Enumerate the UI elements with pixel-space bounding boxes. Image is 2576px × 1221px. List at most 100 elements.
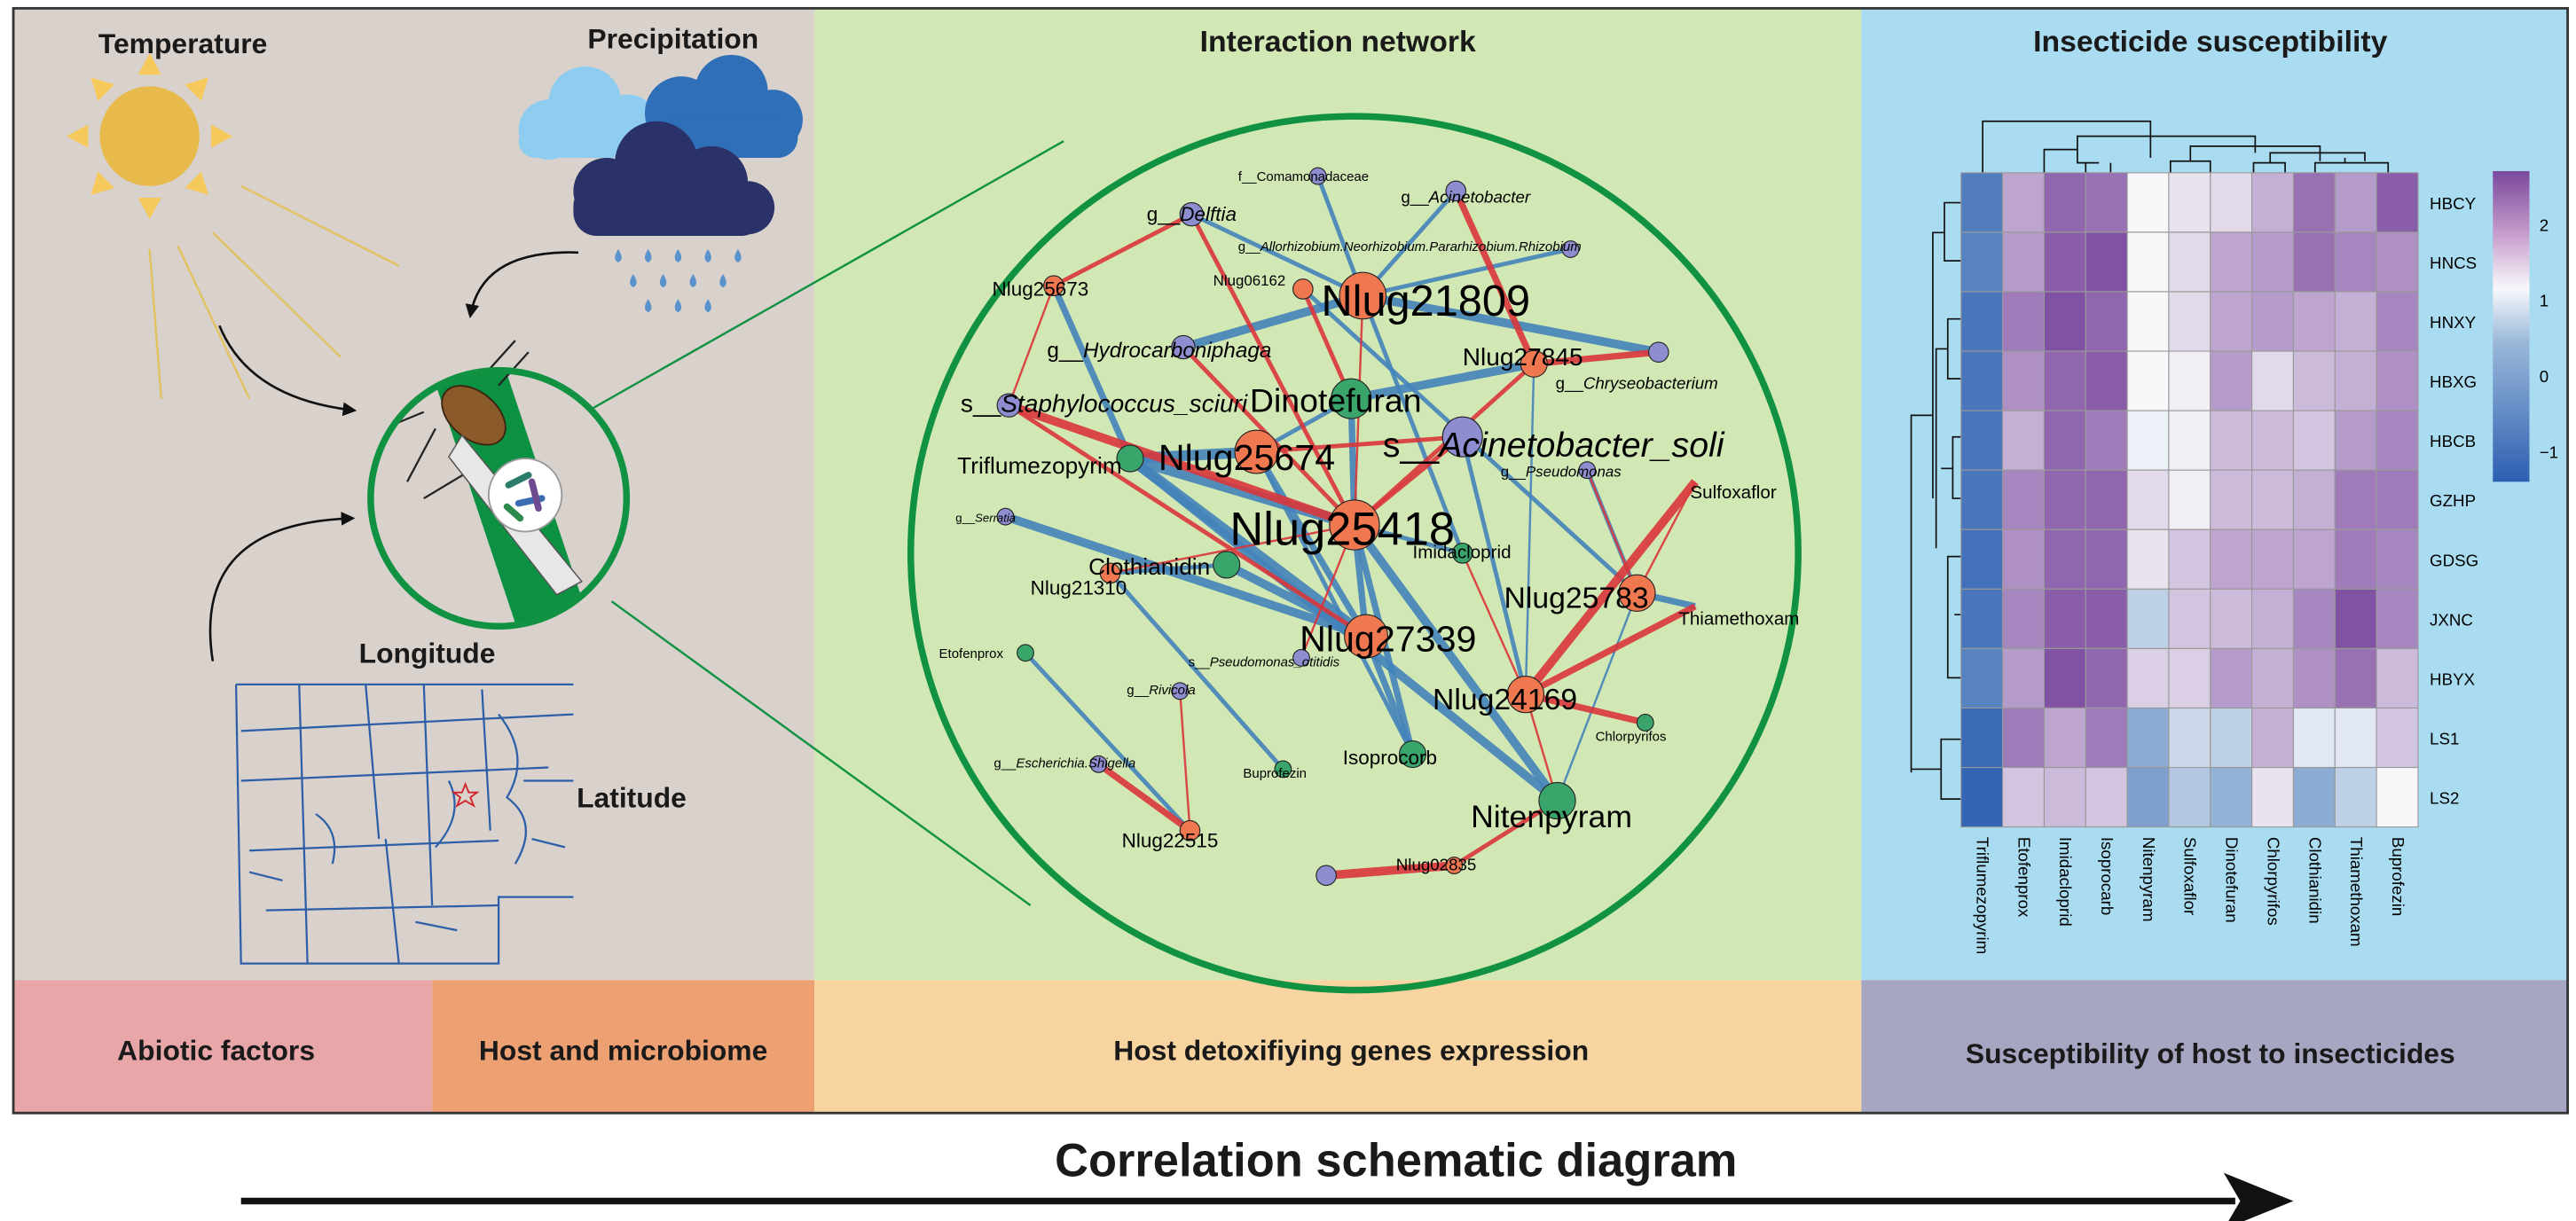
category-label-host-microbiome: Host and microbiome (479, 1034, 767, 1066)
heatmap-row-label: GZHP (2430, 491, 2476, 510)
heatmap-column-label: Isoprocarb (2098, 837, 2117, 915)
node-marker (1179, 202, 1205, 227)
footer-title: Correlation schematic diagram (1055, 1135, 1737, 1186)
node-marker (1578, 461, 1597, 480)
edge-negative (1190, 212, 1364, 298)
network-node-gene: Nlug24169 (1433, 675, 1577, 716)
heatmap-cell (2002, 172, 2045, 233)
heatmap-title: Insecticide susceptibility (2033, 25, 2387, 59)
heatmap-cell (2126, 410, 2170, 471)
heatmap-cell (2251, 469, 2295, 530)
heatmap-cell (2376, 350, 2419, 411)
heatmap-cell (2126, 231, 2170, 293)
node-marker (1398, 740, 1427, 769)
sun-rays (148, 184, 400, 400)
heatmap-cell (2334, 350, 2377, 411)
heatmap-cell (2376, 291, 2419, 352)
heatmap-cell (2043, 410, 2086, 471)
heatmap-cell (2085, 172, 2128, 233)
planthopper-icon (367, 340, 631, 630)
heatmap-cell (2334, 588, 2377, 649)
row-dendrogram (1910, 201, 1961, 800)
edge-positive (1052, 212, 1193, 288)
longitude-label: Longitude (359, 638, 496, 669)
heatmap-cell (2292, 588, 2336, 649)
heatmap-cell (2085, 410, 2128, 471)
heatmap-cell (2085, 528, 2128, 590)
edge-positive (1008, 285, 1055, 406)
heatmap-cell (2002, 528, 2045, 590)
heatmap-cell (2210, 291, 2253, 352)
network-node-insecticide: Imidacloprid (1413, 542, 1512, 564)
heatmap-column-label: Dinotefuran (2223, 837, 2242, 923)
node-label: g__Escherichia.Shigella (993, 756, 1135, 771)
network-node-insecticide: Triflumezopyrim (957, 444, 1144, 479)
edge-negative (1003, 513, 1368, 641)
network-node-insecticide: Etofenprox (939, 644, 1034, 662)
heatmap-cell (1960, 350, 2004, 411)
network-node-microbe: g__Escherichia.Shigella (993, 755, 1135, 773)
node-marker (1292, 648, 1310, 667)
colorbar (2493, 170, 2530, 482)
node-label: Nlug27339 (1300, 618, 1476, 659)
heatmap-cell (2168, 528, 2211, 590)
edge-positive (1522, 479, 1699, 698)
network-node-microbe: f__Comamonadaceae (1238, 167, 1369, 185)
node-marker (1308, 167, 1327, 185)
heatmap-cell (2085, 766, 2128, 828)
node-marker (1441, 416, 1483, 458)
network-edges (1003, 175, 1699, 881)
category-detox-genes (814, 980, 1862, 1114)
node-label: g__Pseudomonas (1501, 464, 1622, 481)
node-marker (1520, 349, 1548, 378)
outer-frame (12, 6, 2569, 1115)
edge-positive (1007, 401, 1356, 529)
heatmap-cell (1960, 231, 2004, 293)
heatmap-cell (2168, 707, 2211, 769)
edge-positive (1110, 523, 1355, 575)
heatmap-row-label: JXNC (2430, 610, 2473, 629)
heatmap-cell (2043, 707, 2086, 769)
heatmap-cell (2085, 707, 2128, 769)
node-marker (1179, 819, 1201, 841)
network-node-microbe: s__Pseudomonas_otitidis (1189, 648, 1340, 669)
heatmap-cell (1960, 647, 2004, 709)
node-label: f__Comamonadaceae (1238, 169, 1369, 184)
heatmap-cell (2210, 350, 2253, 411)
node-label: Nitenpyram (1471, 799, 1632, 834)
heatmap-row-label: HBCB (2430, 432, 2476, 450)
node-marker (1213, 551, 1241, 579)
network-node-gene: Nlug25418 (1229, 499, 1455, 555)
heatmap-cell (2251, 291, 2295, 352)
heatmap-cell (2251, 231, 2295, 293)
edge-positive (1452, 189, 1537, 365)
heatmap-cell (2334, 766, 2377, 828)
node-marker (1171, 334, 1196, 360)
network-node-microbe: g__Rivicola (1127, 682, 1196, 701)
heatmap-cell (1960, 410, 2004, 471)
node-label: Nlug25783 (1504, 582, 1649, 615)
heatmap-cell (2376, 707, 2419, 769)
node-label: Buprofezin (1243, 766, 1307, 781)
heatmap-cell (2043, 647, 2086, 709)
edge-positive (1007, 403, 1368, 638)
heatmap-cell (2043, 766, 2086, 828)
edge-positive (1179, 691, 1191, 831)
network-node-insecticide: Nitenpyram (1471, 781, 1632, 834)
heatmap-row-label: LS1 (2430, 730, 2459, 748)
colorbar-ticks: 210−1 (2540, 215, 2558, 461)
edge-positive (1256, 434, 1463, 455)
heatmap-cell (2002, 588, 2045, 649)
heatmap-cell (2168, 350, 2211, 411)
heatmap-row-label: HNXY (2430, 313, 2477, 332)
node-marker (1292, 278, 1314, 300)
heatmap-cell (2085, 350, 2128, 411)
heatmap-row-label: HBCY (2430, 194, 2477, 213)
network-node-gene: Nlug21809 (1321, 271, 1530, 325)
heatmap-column-label: Buprofezin (2389, 837, 2407, 917)
precipitation-label: Precipitation (587, 22, 758, 54)
heatmap-cell (2292, 528, 2336, 590)
node-label: Nlug25674 (1158, 437, 1335, 478)
heatmap-cell (2002, 291, 2045, 352)
node-marker (1234, 429, 1279, 474)
